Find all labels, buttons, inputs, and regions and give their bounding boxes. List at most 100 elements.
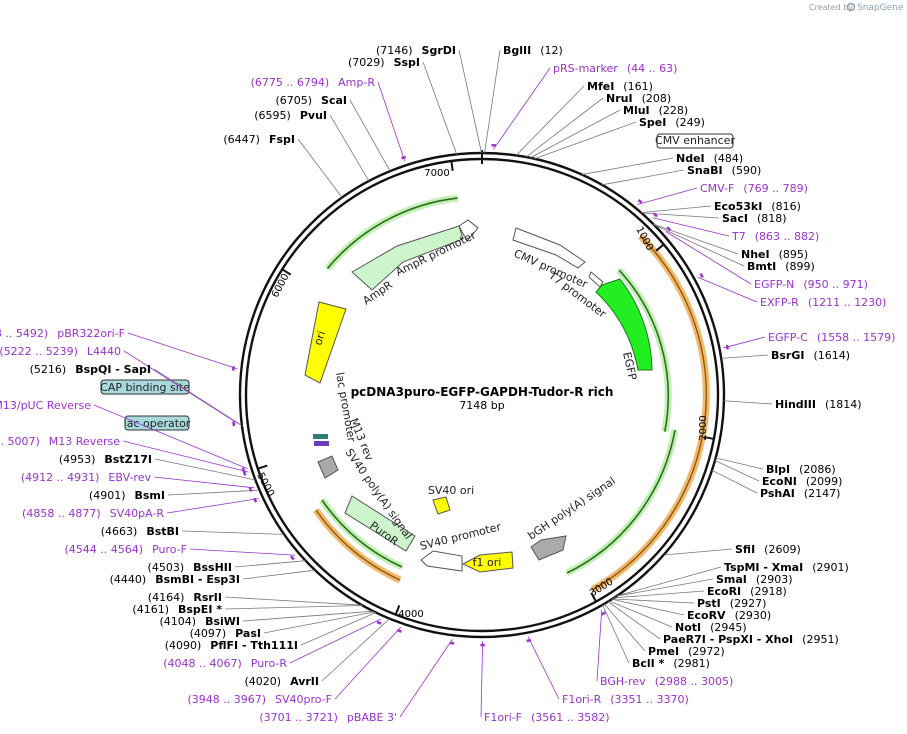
site-name: BsiWI xyxy=(205,615,240,628)
primer-name: F1ori-R xyxy=(562,693,602,706)
site-labels: (7146)SgrDI(7029)SspIBglII(12)pRS-marker… xyxy=(0,44,895,724)
site-position: (6595) xyxy=(254,109,291,122)
site-position: (1814) xyxy=(825,398,862,411)
leader-line xyxy=(181,530,285,535)
tick-label: 3000 xyxy=(588,576,615,599)
feature-ori xyxy=(304,301,347,384)
site-label: (4663) BstBI xyxy=(101,525,179,538)
site-name: PflFI - Tth111I xyxy=(210,639,298,652)
label-lac-operator: lac operator xyxy=(124,417,191,430)
leader-line xyxy=(480,640,484,718)
leader-line xyxy=(289,618,381,664)
site-position: (4097) xyxy=(190,627,227,640)
leader-line xyxy=(321,618,390,682)
site-position: (228) xyxy=(659,104,689,117)
leader-line xyxy=(616,578,714,597)
site-label: (7029)SspI xyxy=(348,56,420,69)
site-name: SfiI xyxy=(735,543,755,556)
primer-marker xyxy=(289,555,295,561)
primer-marker xyxy=(652,212,658,218)
primer-label: (4544 .. 4564)Puro-F xyxy=(65,543,188,556)
site-position: (2609) xyxy=(764,543,801,556)
tick-label: 1000 xyxy=(633,225,655,253)
site-label: BglII(12) xyxy=(503,44,563,57)
site-position: (2981) xyxy=(673,657,710,670)
primer-marker xyxy=(526,638,532,643)
primer-label: (5222 .. 5239)L4440 xyxy=(0,345,121,358)
site-name: NdeI xyxy=(676,152,705,165)
site-name: PshAI xyxy=(760,487,795,500)
leader-line xyxy=(612,598,695,604)
leader-line xyxy=(166,498,259,514)
primer-range: (1558 .. 1579) xyxy=(817,331,896,344)
site-label: (5216)BspQI - SapI xyxy=(30,363,151,376)
primer-marker xyxy=(401,155,407,160)
site-label: BmtI(899) xyxy=(747,260,815,273)
backbone xyxy=(238,150,726,639)
site-name: SspI xyxy=(394,56,420,69)
site-name: HindIII xyxy=(775,398,816,411)
primer-range: (3561 .. 3582) xyxy=(531,711,610,724)
primer-name: EBV-rev xyxy=(108,471,151,484)
leader-line xyxy=(653,224,745,267)
primer-label: (5004 .. 5026)M13/pUC Reverse xyxy=(0,399,91,412)
site-label: NotI (2945) xyxy=(675,621,747,634)
site-position: (4161) xyxy=(132,603,169,616)
tick-label: 2000 xyxy=(698,415,709,440)
site-name: BclI * xyxy=(632,657,665,670)
site-position: (2945) xyxy=(710,621,747,634)
primer-label: (4991 .. 5007)M13 Reverse xyxy=(0,435,120,448)
site-name: MluI xyxy=(623,104,650,117)
feature-bgh-polya xyxy=(530,535,567,561)
leader-line xyxy=(242,610,374,622)
leader-line xyxy=(349,99,391,172)
leader-line xyxy=(711,469,758,494)
label-f1-ori: f1 ori xyxy=(473,556,502,569)
tick-mark xyxy=(590,592,597,603)
site-label: SacI(818) xyxy=(722,212,787,225)
site-position: (816) xyxy=(771,200,801,213)
site-label: EcoRV(2930) xyxy=(687,609,771,622)
primer-marker xyxy=(396,629,402,633)
primer-name: SV40pA-R xyxy=(110,507,165,520)
primer-name: M13/pUC Reverse xyxy=(0,399,91,412)
leader-line xyxy=(714,460,760,482)
site-name: BstBI xyxy=(146,525,179,538)
primer-range: (5473 .. 5492) xyxy=(0,327,48,340)
leader-line xyxy=(329,114,370,182)
leader-line xyxy=(603,603,646,652)
tick-mark xyxy=(703,436,715,440)
leader-line xyxy=(611,598,685,616)
site-position: (4663) xyxy=(101,525,138,538)
site-position: (899) xyxy=(785,260,815,273)
primer-label: (4912 .. 4931)EBV-rev xyxy=(21,471,152,484)
site-name: AvrII xyxy=(290,675,319,688)
label-sv40-promoter: SV40 promoter xyxy=(419,520,503,553)
primer-range: (3948 .. 3967) xyxy=(187,693,266,706)
primer-label: F1ori-R(3351 .. 3370) xyxy=(562,693,689,706)
leader-line xyxy=(422,61,458,155)
site-label: NruI(208) xyxy=(606,92,671,105)
label-lac-promoter: lac promoter xyxy=(333,371,358,443)
center-title: pcDNA3puro-EGFP-GAPDH-Tudor-R rich 7148 … xyxy=(351,385,614,412)
leader-line xyxy=(581,157,674,175)
primer-name: CMV-F xyxy=(700,182,734,195)
site-position: (7146) xyxy=(376,44,413,57)
site-label: (4901)BsmI xyxy=(89,489,165,502)
site-name: NotI xyxy=(675,621,701,634)
primer-range: (44 .. 63) xyxy=(627,62,678,75)
site-label: (7146)SgrDI xyxy=(376,44,456,57)
leader-line xyxy=(154,458,256,481)
site-label: EcoNI(2099) xyxy=(762,475,842,488)
primer-marker xyxy=(725,344,730,350)
feature-cap-site xyxy=(313,434,328,439)
site-name: BlpI xyxy=(766,463,790,476)
gapdh-band-line xyxy=(566,429,676,574)
label-ori: ori xyxy=(311,329,328,347)
leader-line xyxy=(263,611,375,634)
primer-name: F1ori-F xyxy=(484,711,522,724)
site-label: TspMI - XmaI(2901) xyxy=(724,561,849,574)
site-name: PasI xyxy=(235,627,261,640)
site-position: (818) xyxy=(757,212,787,225)
